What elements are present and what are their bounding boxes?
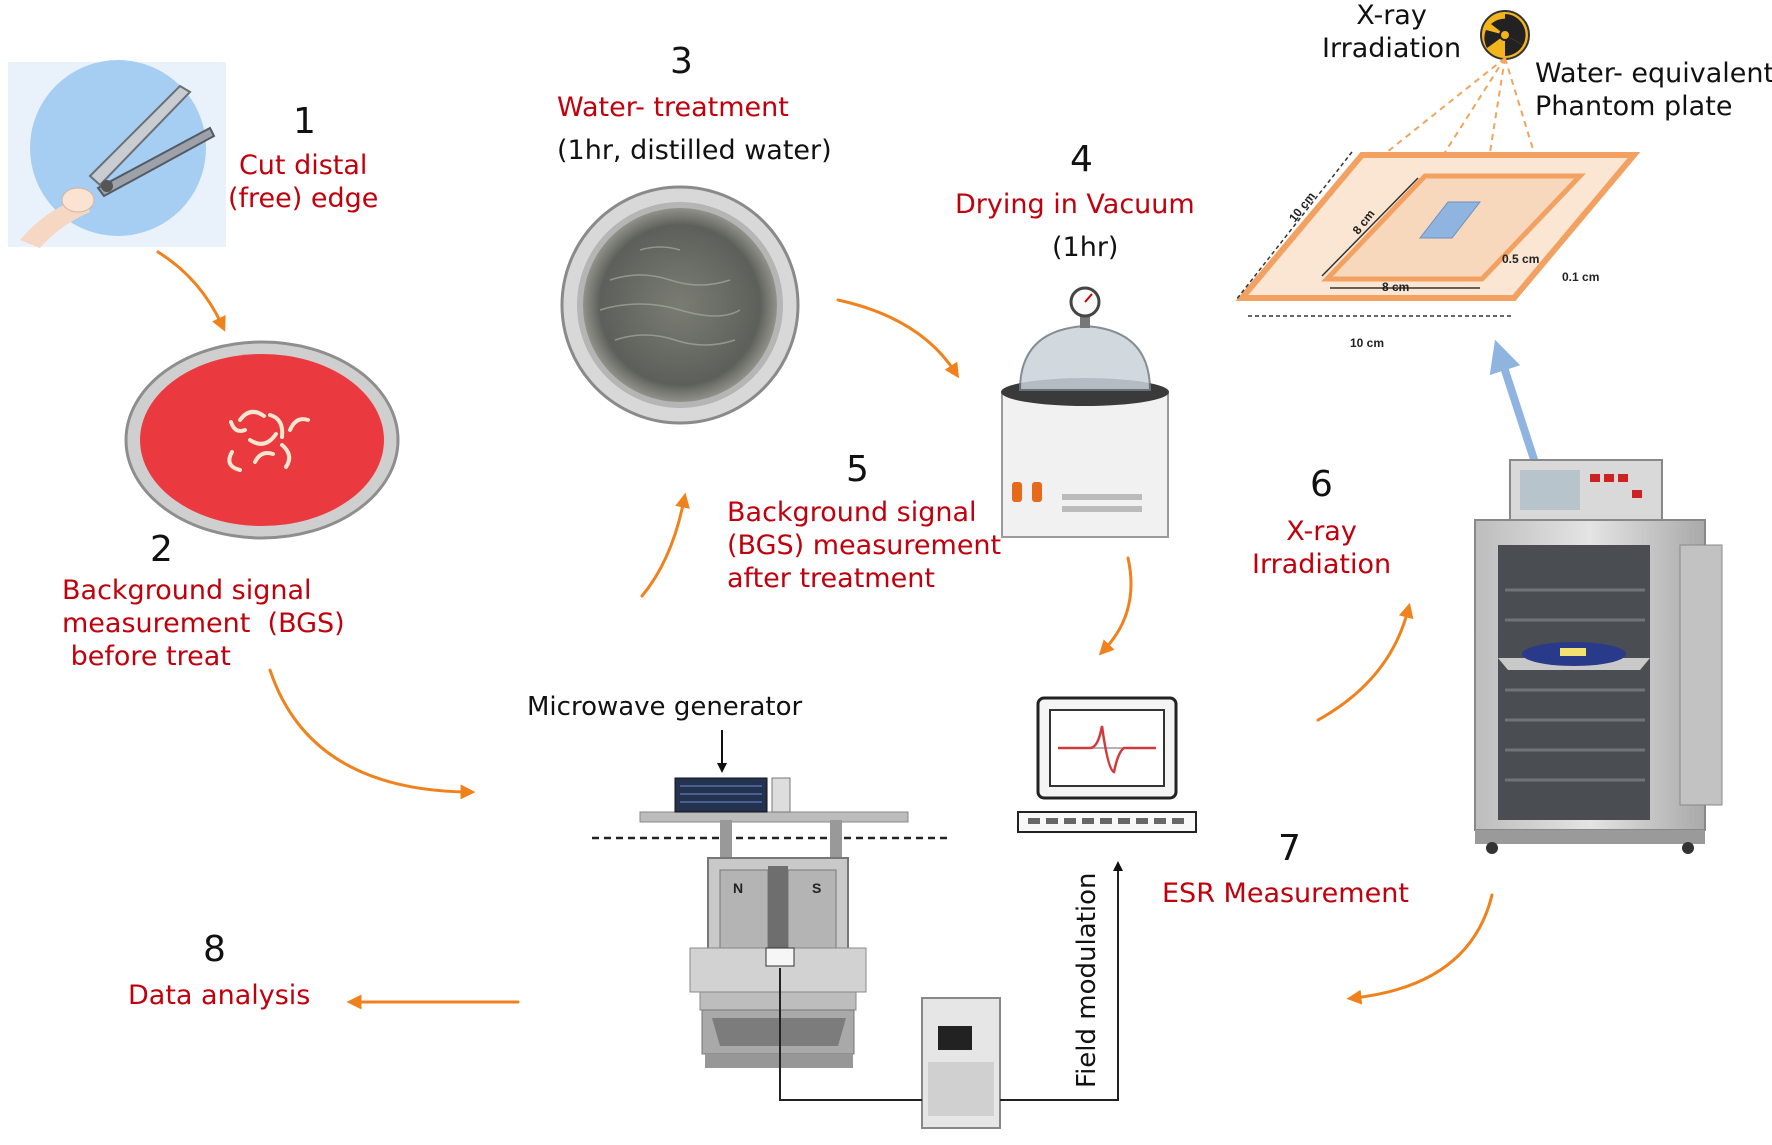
water-bowl-illustration	[560, 185, 800, 425]
step-1-title: Cut distal (free) edge	[228, 150, 379, 214]
flow-arrows	[156, 250, 1494, 1010]
step-4-detail: (1hr)	[1052, 232, 1119, 263]
microwave-generator-label: Microwave generator	[527, 692, 803, 722]
north-pole-label: N	[733, 880, 744, 896]
petri-dish-illustration	[124, 340, 400, 540]
step-7-number: 7	[1278, 828, 1301, 869]
radiation-icon	[1480, 10, 1530, 60]
step-5-title: Background signal (BGS) measurement afte…	[727, 497, 1002, 594]
step-2-title: Background signal measurement (BGS) befo…	[62, 575, 345, 672]
step-3-number: 3	[670, 41, 693, 82]
thickness-dim-1: 0.5 cm	[1502, 252, 1540, 266]
step-3-title: Water- treatment	[557, 92, 789, 123]
step-6-number: 6	[1310, 464, 1333, 505]
field-modulation-label: Field modulation	[1072, 872, 1102, 1088]
esr-spectrometer-illustration	[592, 730, 1123, 1129]
step-6-title: X-ray Irradiation	[1252, 516, 1392, 580]
xray-cabinet-illustration	[1474, 459, 1723, 854]
inner-bottom-dim: 8 cm	[1382, 280, 1410, 294]
south-pole-label: S	[812, 880, 822, 896]
outer-bottom-dim: 10 cm	[1350, 336, 1385, 350]
step-4-number: 4	[1070, 139, 1093, 180]
nail-clipper-illustration	[8, 60, 226, 248]
step-2-number: 2	[150, 529, 173, 570]
step-1-number: 1	[293, 101, 316, 142]
step-7-title: ESR Measurement	[1162, 878, 1409, 909]
step-4-title: Drying in Vacuum	[955, 189, 1195, 220]
phantom-plate-diagram	[1235, 10, 1641, 317]
step-8-title: Data analysis	[128, 980, 311, 1011]
phantom-plate-label: Water- equivalent Phantom plate	[1535, 58, 1772, 122]
computer-illustration	[1017, 696, 1197, 833]
step-8-number: 8	[203, 929, 226, 970]
vacuum-dryer-illustration	[1001, 286, 1169, 538]
step-5-number: 5	[846, 449, 869, 490]
xray-source-label: X-ray Irradiation	[1322, 0, 1462, 64]
step-3-detail: (1hr, distilled water)	[557, 135, 832, 166]
thickness-dim-2: 0.1 cm	[1562, 270, 1600, 284]
